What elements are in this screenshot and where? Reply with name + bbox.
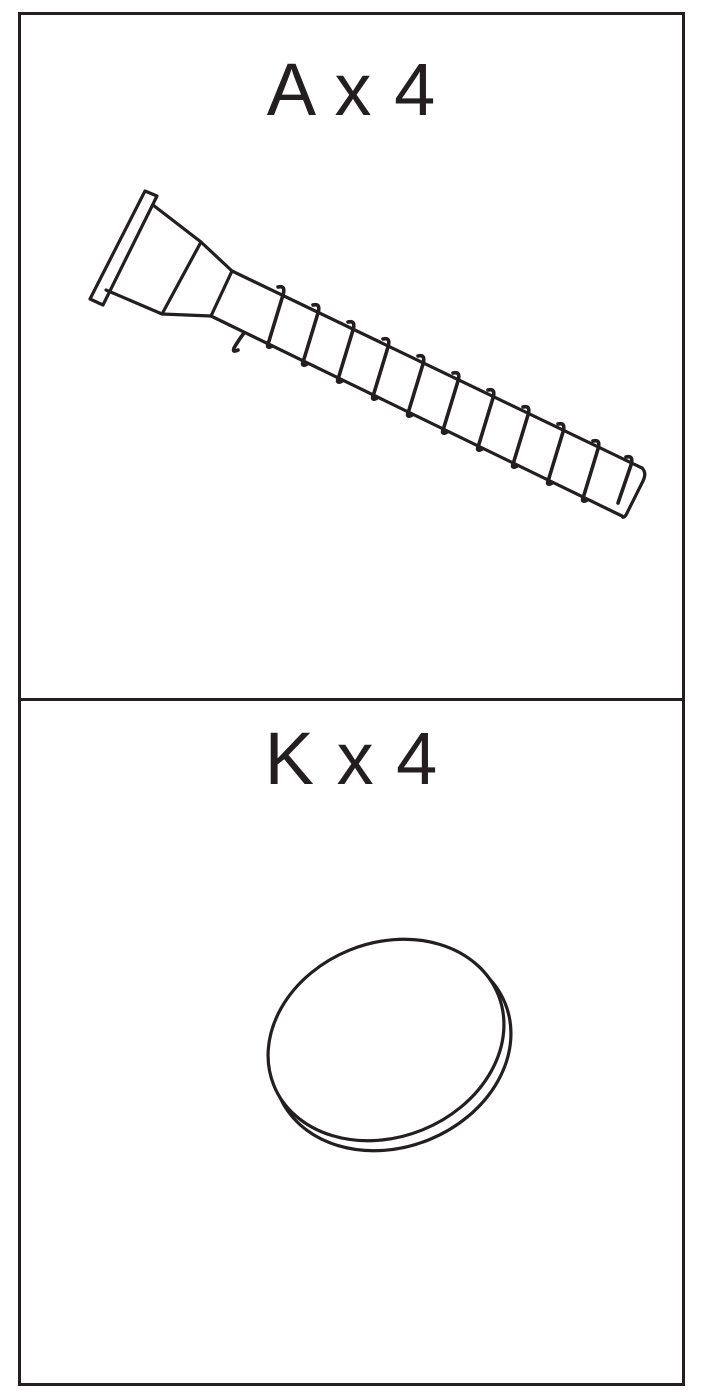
screw-icon xyxy=(88,189,647,519)
part-k-panel: K x 4 xyxy=(18,698,685,1386)
part-a-panel: A x 4 xyxy=(18,12,685,701)
part-a-label: A x 4 xyxy=(266,48,437,131)
part-k-label: K x 4 xyxy=(264,717,439,800)
cap-icon xyxy=(266,937,513,1153)
